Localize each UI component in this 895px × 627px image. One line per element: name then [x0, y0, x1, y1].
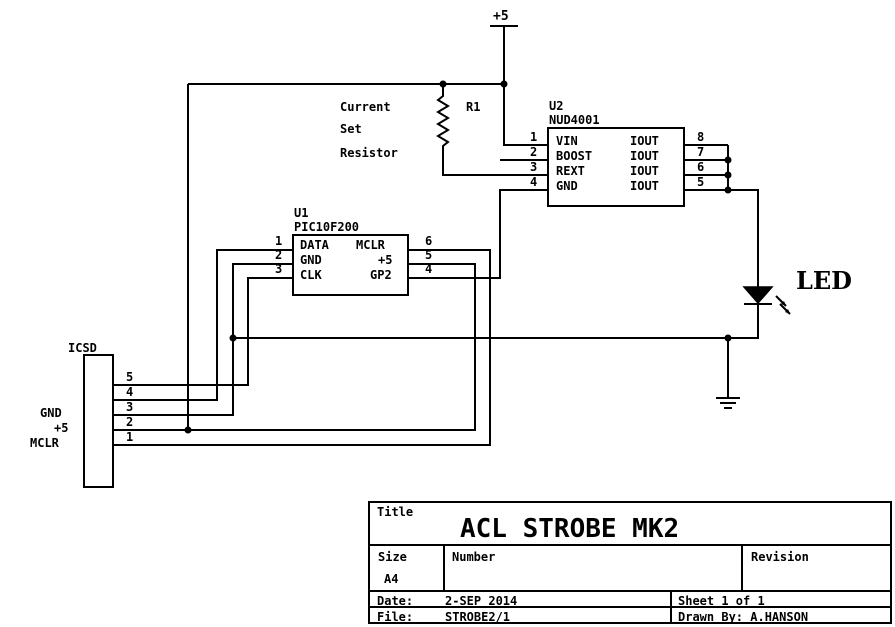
led-diode: LED	[728, 189, 852, 339]
junction-dot	[724, 156, 732, 164]
ic-u2: U2 NUD4001 1 2 3 4 VIN BOOST REXT GND IO…	[443, 99, 742, 207]
icsd-ref: ICSD	[68, 341, 97, 355]
led-label: LED	[796, 266, 852, 295]
gp2-wire	[408, 189, 504, 279]
resistor-r1: R1 Current Set Resistor	[340, 84, 548, 176]
r1-ref: R1	[466, 100, 480, 114]
junction-dot	[184, 426, 192, 434]
u2-part: NUD4001	[549, 113, 600, 127]
r1-desc-line3: Resistor	[340, 146, 398, 160]
title-caption: Title	[377, 505, 413, 519]
junction-dot	[724, 171, 732, 179]
u2-pin-num: 3	[530, 160, 537, 174]
drawn-by-text: Drawn By: A.HANSON	[678, 610, 808, 624]
u2-pin-name: REXT	[556, 164, 585, 178]
icsd-connector: ICSD 5 4 3 2 1 GND +5 MCLR	[30, 341, 133, 488]
vcc-u1-wire	[122, 263, 476, 431]
icsd-side-label: MCLR	[30, 436, 60, 450]
mclr-wire	[122, 249, 491, 446]
junction-dot	[724, 186, 732, 194]
u1-pin-name: DATA	[300, 238, 330, 252]
u2-pin-num: 5	[697, 175, 704, 189]
u1-part: PIC10F200	[294, 220, 359, 234]
u2-pin-name: IOUT	[630, 179, 659, 193]
u2-pin-num: 8	[697, 130, 704, 144]
icsd-side-label: +5	[54, 421, 68, 435]
u1-pin-name: GND	[300, 253, 322, 267]
u2-pin-name: IOUT	[630, 164, 659, 178]
title-text: ACL STROBE MK2	[460, 514, 679, 544]
u1-pin-name: MCLR	[356, 238, 386, 252]
junction-dot	[229, 334, 237, 342]
u1-pin-name: CLK	[300, 268, 322, 282]
u1-pin-num: 3	[275, 262, 282, 276]
file-label: File:	[377, 610, 413, 624]
r1-desc-line1: Current	[340, 100, 391, 114]
u2-pin-name: IOUT	[630, 134, 659, 148]
u2-pin-num: 4	[530, 175, 537, 189]
u1-pin-num: 6	[425, 234, 432, 248]
u2-pin-num: 2	[530, 145, 537, 159]
size-value: A4	[384, 572, 398, 586]
number-caption: Number	[452, 550, 495, 564]
icsd-pin-num: 3	[126, 400, 133, 414]
u1-ref: U1	[294, 206, 308, 220]
clk-wire	[122, 277, 293, 386]
u2-pin-name: IOUT	[630, 149, 659, 163]
u2-pin-num: 6	[697, 160, 704, 174]
icsd-pin-num: 5	[126, 370, 133, 384]
u2-pin-num: 7	[697, 145, 704, 159]
u2-pin-name: GND	[556, 179, 578, 193]
date-value: 2-SEP 2014	[445, 594, 517, 608]
u1-pin-num: 5	[425, 248, 432, 262]
icsd-pin-num: 4	[126, 385, 133, 399]
junction-dot	[500, 80, 508, 88]
u1-pin-num: 1	[275, 234, 282, 248]
u2-pin-name: BOOST	[556, 149, 592, 163]
vcc-label: +5	[493, 9, 509, 24]
icsd-side-label: GND	[40, 406, 62, 420]
data-wire	[122, 249, 293, 401]
sheet-text: Sheet 1 of 1	[678, 594, 765, 608]
u1-pin-name: +5	[378, 253, 392, 267]
u2-pin-name: VIN	[556, 134, 578, 148]
gnd-wire	[122, 263, 293, 416]
revision-caption: Revision	[751, 550, 809, 564]
size-caption: Size	[378, 550, 407, 564]
vcc-symbol: +5	[490, 9, 518, 146]
ground-symbol	[716, 338, 740, 409]
file-value: STROBE2/1	[445, 610, 510, 624]
u1-pin-num: 2	[275, 248, 282, 262]
u2-pin-num: 1	[530, 130, 537, 144]
icsd-pin-num: 2	[126, 415, 133, 429]
u2-ref: U2	[549, 99, 563, 113]
r1-desc-line2: Set	[340, 122, 362, 136]
icsd-pin-num: 1	[126, 430, 133, 444]
u1-pin-num: 4	[425, 262, 432, 276]
title-block: Title ACL STROBE MK2 Size A4 Number Revi…	[368, 501, 892, 624]
date-label: Date:	[377, 594, 413, 608]
u1-pin-name: GP2	[370, 268, 392, 282]
